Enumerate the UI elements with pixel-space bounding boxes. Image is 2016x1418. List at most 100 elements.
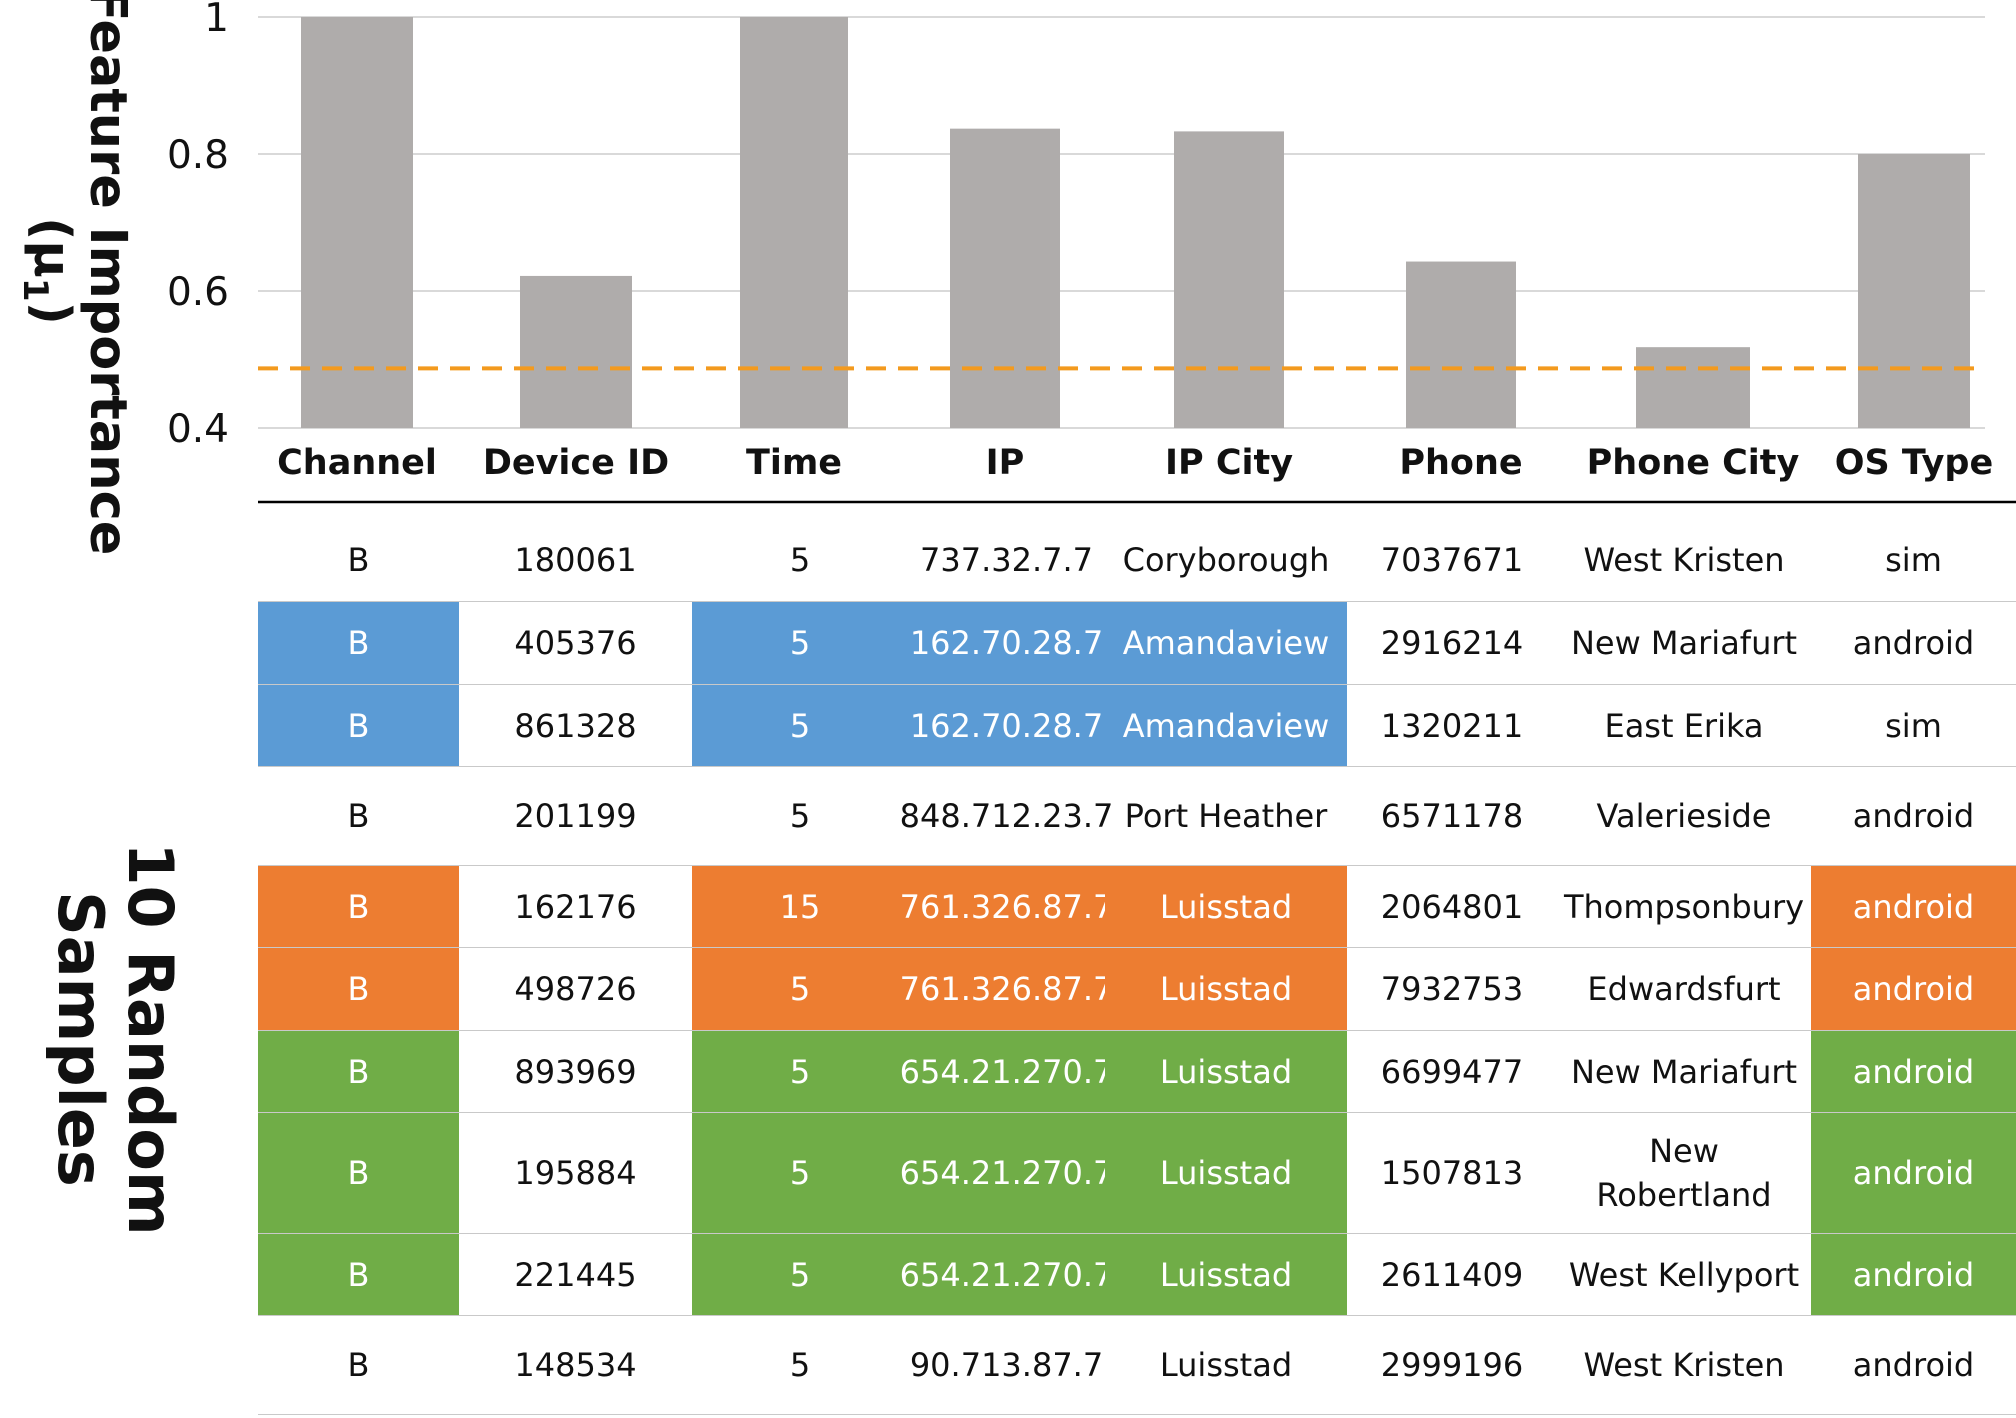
bars [301,17,1970,428]
y-tick-label: 0.4 [167,407,229,452]
bar [301,17,413,428]
table-cell: 221445 [514,1255,637,1294]
table-cell: B [258,948,459,1030]
x-tick-label: Device ID [483,443,669,483]
table-cell: West Kristen [1583,1346,1785,1384]
table-cell: 654.21.270.7 [900,1234,1113,1315]
table-cell: 5 [692,1113,908,1233]
table-cell: B [258,1031,459,1112]
bar [1858,154,1970,428]
table-cell: 2611409 [1380,1255,1524,1294]
table-cell: android [1852,1346,1975,1384]
random-samples-label: 10 Random Samples [44,842,187,1236]
table-cell: 654.21.270.7 [900,1031,1113,1112]
table-cell: 1507813 [1380,1154,1524,1192]
table-cell: 90.713.87.7 [909,1346,1104,1384]
table-cell: 1320211 [1380,706,1524,745]
table-cell: 893969 [514,1052,637,1091]
table-cell: New Robertland [1596,1132,1772,1214]
x-tick-label: IP [986,443,1025,483]
bar [1636,347,1750,428]
table-cell: android [1811,1113,2016,1233]
y-axis-label-subscript: 1 [14,277,55,302]
table-cell: 5 [692,1234,908,1315]
table-cell: 6571178 [1380,797,1524,835]
table-cell: android [1811,1031,2016,1112]
table-cell: 195884 [514,1154,637,1192]
table-cell: 162.70.28.7 [908,602,1105,684]
table-cell: 7932753 [1380,970,1524,1008]
table-cell: Luisstad [1159,1346,1293,1384]
table-cell: Thompsonbury [1563,887,1805,926]
table-cell: West Kellyport [1568,1255,1800,1294]
table-cell: 2064801 [1380,887,1524,926]
y-axis-label-close: ) [22,301,81,325]
table-cell: 162176 [514,887,637,926]
bar [1174,131,1284,428]
table-cell: Amandaview [1105,685,1347,766]
table-cell: 761.326.87.7 [900,948,1113,1030]
table-cell: 5 [692,685,908,766]
table-cell: B [258,602,459,684]
table-cell: B [347,541,370,579]
y-tick-labels: 0.4 0.6 0.8 1 [167,0,229,452]
y-axis-label: Feature Importance (μ1) [5,0,137,596]
table-cell: 5 [789,541,811,579]
table-cell: Luisstad [1105,866,1347,947]
table-cell: B [258,866,459,947]
table-cell: 761.326.87.7 [900,866,1113,947]
table-cell: Luisstad [1105,1113,1347,1233]
x-tick-label: OS Type [1835,443,1993,483]
table-cell: Luisstad [1105,1234,1347,1315]
table-cell: android [1852,797,1975,835]
bar [520,275,632,428]
table-cell: B [258,685,459,766]
table-cell: android [1811,948,2016,1030]
y-tick-label: 0.8 [167,133,229,178]
x-tick-label: Channel [277,443,437,483]
table-cell: B [258,1113,459,1233]
table-cell: android [1811,866,2016,947]
table-cell: 5 [789,1346,811,1384]
table-cell: B [258,1234,459,1315]
table-cell: 2916214 [1380,624,1524,662]
table-cell: android [1811,1234,2016,1315]
y-tick-label: 0.6 [167,270,229,315]
table-cell: B [347,797,370,835]
table-cell: 848.712.23.7 [899,797,1114,835]
table-cell: 148534 [514,1346,637,1384]
table-cell: 737.32.7.7 [919,541,1094,579]
table-cell: Luisstad [1105,1031,1347,1112]
table-cell: 5 [692,602,908,684]
table-cell: New Mariafurt [1570,624,1798,662]
bar [950,128,1060,428]
table-cell: android [1852,624,1975,662]
bar [740,17,848,428]
table-cell: B [347,1346,370,1384]
table-cell: East Erika [1604,706,1764,745]
x-tick-label: Time [746,443,842,483]
table-cell: Edwardsfurt [1587,970,1781,1008]
table-cell: sim [1885,706,1942,745]
table-cell: 861328 [514,706,637,745]
table-cell: 5 [692,948,908,1030]
table-cell: Valerieside [1596,797,1772,835]
table-cell: 654.21.270.7 [900,1113,1113,1233]
table-cell: 498726 [514,970,637,1008]
table-cell: 7037671 [1380,541,1524,579]
table-cell: 405376 [514,624,637,662]
table-cell: West Kristen [1583,541,1785,579]
table-cell: 162.70.28.7 [908,685,1105,766]
y-tick-label: 1 [204,0,229,41]
